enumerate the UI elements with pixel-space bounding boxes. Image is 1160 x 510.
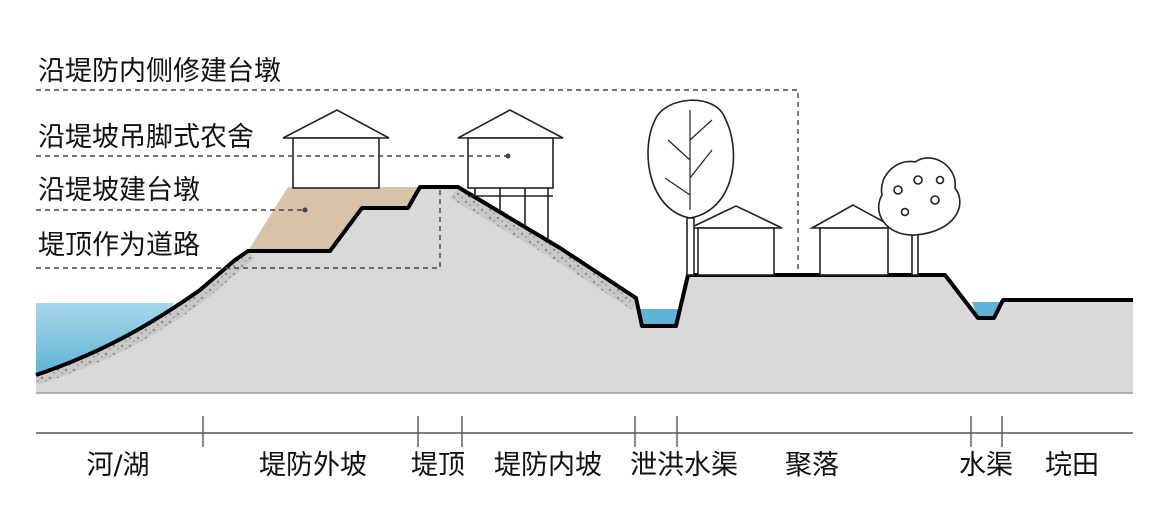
stilt-house-outer [282, 109, 390, 189]
tall-tree [647, 99, 735, 276]
leader-platform-inner [36, 89, 799, 270]
zone-crest: 堤顶 [411, 450, 465, 481]
zone-river: 河/湖 [86, 450, 150, 481]
round-tree [877, 157, 961, 276]
zone-canal: 水渠 [959, 450, 1013, 481]
zone-settlement: 聚落 [785, 450, 839, 481]
callout-crest-road: 堤顶作为道路 [38, 230, 200, 261]
callout-slope-platform: 沿堤坡建台墩 [38, 175, 200, 206]
inner-slope-rubble [450, 187, 636, 310]
outer-slope-rubble [36, 251, 255, 385]
slope-platform-fill [248, 187, 420, 251]
canal-water [972, 302, 1000, 318]
callout-platform-inner: 沿堤防内侧修建台墩 [38, 56, 281, 87]
callout-stilt-houses: 沿堤坡吊脚式农舍 [38, 122, 254, 153]
settlement-house-2 [808, 204, 896, 276]
ground-mass [36, 187, 1133, 393]
leader-dot-stilt [505, 153, 511, 159]
flood-channel-water [636, 309, 684, 326]
zone-pond-field: 垸田 [1045, 450, 1099, 481]
river-water [36, 303, 175, 375]
ground-outline [35, 185, 1133, 377]
stilt-house-inner [457, 109, 564, 240]
leader-lines [36, 89, 799, 270]
zone-outer-slope: 堤防外坡 [259, 450, 367, 481]
zone-flood-channel: 泄洪水渠 [630, 450, 738, 481]
zone-inner-slope: 堤防内坡 [494, 450, 602, 481]
zone-dividers [202, 416, 1003, 447]
settlement-house-1 [689, 205, 783, 276]
leader-dot-platform [302, 207, 308, 213]
